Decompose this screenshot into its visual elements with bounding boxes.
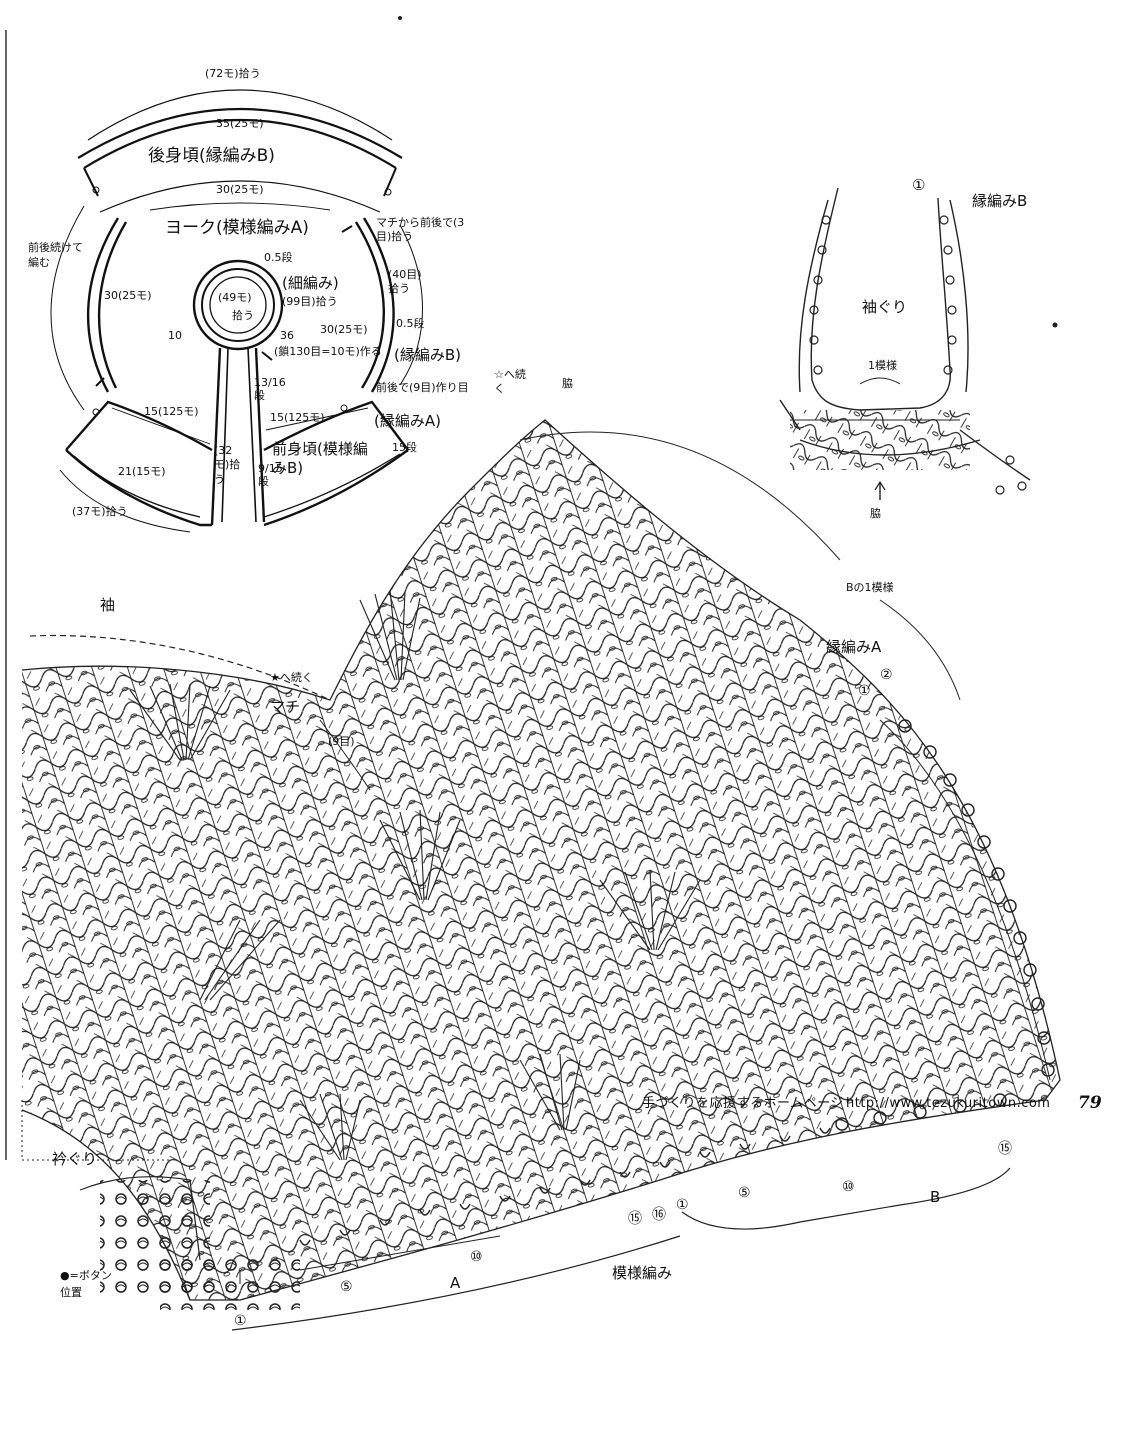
front-right-rows-label: 15段: [392, 441, 417, 454]
star-continue-label: ☆へ続く: [494, 368, 526, 396]
row-10-marker: ⑩: [470, 1249, 483, 1265]
pattern-label: 模様編み: [612, 1264, 673, 1282]
forty-pick-label: (40目)拾う: [388, 268, 422, 296]
back-body-label: 後身頃(縁編みB): [148, 146, 275, 166]
round-2-marker: ②: [880, 667, 893, 683]
neck-inner-pick-label: 拾う: [232, 309, 254, 322]
front-back-start-label: 前後で(9目)作り目: [376, 381, 469, 394]
stray-dot: [398, 16, 402, 20]
armhole-chart: [779, 187, 1031, 500]
neck-stitch-label: (細編み): [282, 274, 339, 292]
edge-a-label: (縁編みA): [374, 412, 441, 430]
neck-inner-label: (49モ): [218, 291, 252, 304]
gusset-label: マチ: [270, 698, 301, 716]
hem-pick-label: (37モ)拾う: [72, 505, 128, 518]
row-b1-marker: ①: [676, 1197, 689, 1213]
edge-a-chart-label: 縁編みA: [826, 638, 882, 656]
yoke-width-label: 30(25モ): [216, 183, 264, 196]
row-1-marker: ①: [234, 1313, 247, 1329]
right-rows-label: 0.5段: [396, 317, 425, 330]
neck-rows-label: 0.5段: [264, 251, 293, 264]
side-label: 脇: [562, 377, 573, 390]
yoke-label: ヨーク(模様編みA): [165, 218, 309, 238]
back-width-label: 35(25モ): [216, 117, 264, 130]
row-b10-marker: ⑩: [842, 1179, 855, 1195]
back-pick-label: (72モ)拾う: [205, 67, 261, 80]
neck-chain-label: 36: [280, 329, 294, 342]
armhole-repeat-label: 1模様: [868, 359, 897, 372]
row-5-marker: ⑤: [340, 1279, 353, 1295]
main-crochet-chart: [21, 419, 1061, 1310]
neckline-label: 衿ぐり: [52, 1150, 98, 1168]
edge-b-label: (縁編みB): [394, 346, 461, 364]
opening-rows-label: 13/16段: [254, 376, 286, 403]
front-body-label: 前身頃(模様編みB): [272, 440, 368, 477]
black-star-label: ★へ続く: [270, 671, 313, 684]
row-15-marker: ⑮: [628, 1211, 642, 1227]
right-side-label: 30(25モ): [320, 323, 368, 336]
neck-pick-label: (99目)拾う: [282, 295, 338, 308]
front-right-width-label: 15(125モ): [270, 411, 325, 424]
repeat-a-label: A: [450, 1274, 461, 1292]
front-rows-label: 9/15段: [258, 462, 283, 489]
row-b5-marker: ⑤: [738, 1185, 751, 1201]
join-label: 前後続けて編む: [28, 241, 83, 270]
stray-dot: [1052, 322, 1058, 328]
armhole-title: 縁編みB: [972, 192, 1028, 210]
nine-stitch-label: (9目): [328, 735, 355, 748]
armhole-marker: ①: [912, 176, 926, 194]
armhole-side-label: 脇: [870, 507, 881, 520]
footer-text: 手づくりを応援するホームページ: [642, 1096, 844, 1111]
armhole-label: 袖ぐり: [862, 298, 908, 316]
repeat-b-label: B: [930, 1188, 941, 1206]
button-position-label: ●=ボタン位置: [60, 1269, 112, 1299]
opening-pick-label: (32モ)拾う: [214, 444, 241, 486]
neck-ten-label: 10: [168, 329, 182, 342]
page-number: 79: [1078, 1093, 1102, 1113]
sleeve-label: 袖: [100, 596, 116, 614]
row-16-marker: ⑯: [652, 1207, 666, 1223]
repeat-brackets: [231, 1167, 1011, 1331]
hem-left-label: 21(15モ): [118, 465, 166, 478]
front-left-width-label: 15(125モ): [144, 405, 199, 418]
neck-chain-note-label: (鎖130目=10モ)作る: [274, 345, 382, 358]
footer-url[interactable]: http://www.tezukuritown.com: [846, 1096, 1051, 1111]
row-b15-marker: ⑮: [998, 1141, 1012, 1157]
left-side-label: 30(25モ): [104, 289, 152, 302]
garment-schematic: [50, 89, 423, 533]
b-repeat-label: Bの1模様: [846, 581, 894, 594]
gusset-pick-label: マチから前後で(3目)拾う: [376, 216, 465, 244]
round-1-marker: ①: [858, 683, 871, 699]
